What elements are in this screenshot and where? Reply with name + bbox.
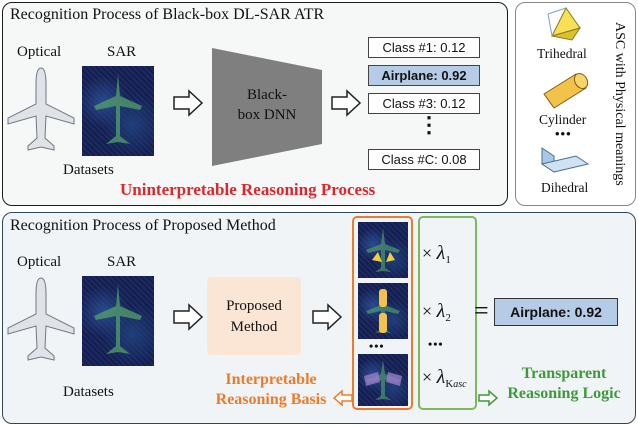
weight-more-dots: ••• bbox=[428, 337, 444, 351]
asc-more-dots: ••• bbox=[555, 126, 572, 141]
datasets-label: Datasets bbox=[63, 384, 114, 400]
optical-label: Optical bbox=[17, 254, 62, 270]
reasoning-logic-frame bbox=[418, 216, 477, 410]
reasoning-basis-frame bbox=[352, 216, 413, 410]
trihedral-label: Trihedral bbox=[537, 46, 587, 61]
dihedral-overlay-icon bbox=[364, 360, 402, 400]
blackbox-dnn-shape bbox=[212, 48, 322, 166]
optical-label: Optical bbox=[17, 44, 62, 60]
orange-arrow-left-icon bbox=[332, 389, 353, 407]
uninterpretable-caption: Uninterpretable Reasoning Process bbox=[120, 180, 376, 199]
class-score-3: Class #3: 0.12 bbox=[368, 93, 480, 114]
class-score-c: Class #C: 0.08 bbox=[368, 149, 480, 170]
proposed-title: Recognition Process of Proposed Method bbox=[10, 217, 276, 234]
optical-airplane-icon bbox=[7, 277, 75, 361]
weight-lambda-1: × λ1 bbox=[422, 242, 451, 266]
weight-lambda-k: × λKasc bbox=[422, 366, 467, 390]
arrow-right-icon bbox=[312, 303, 343, 331]
sar-image bbox=[82, 276, 154, 366]
cylinder-label: Cylinder bbox=[539, 112, 587, 127]
vertical-ellipsis: ⋮ bbox=[418, 112, 440, 137]
dihedral-label: Dihedral bbox=[541, 180, 589, 195]
trihedral-overlay-icon bbox=[366, 228, 400, 272]
asc-panel bbox=[515, 2, 636, 206]
trihedral-icon bbox=[547, 7, 582, 41]
asc-basis-image-2 bbox=[358, 283, 408, 339]
sar-target-icon bbox=[94, 284, 142, 354]
dihedral-icon bbox=[540, 147, 590, 173]
asc-basis-image-k bbox=[358, 354, 408, 406]
sar-label: SAR bbox=[107, 44, 137, 60]
optical-airplane-icon bbox=[7, 67, 75, 151]
sar-target-icon bbox=[94, 74, 142, 144]
sar-label: SAR bbox=[107, 254, 137, 270]
arrow-right-icon bbox=[173, 89, 204, 117]
final-result-box: Airplane: 0.92 bbox=[494, 298, 618, 326]
class-score-1: Class #1: 0.12 bbox=[368, 37, 480, 58]
basis-more-dots: ••• bbox=[369, 339, 385, 353]
asc-title: ASC with Physical meanings bbox=[612, 22, 627, 186]
asc-basis-image-1 bbox=[358, 222, 408, 278]
class-score-airplane: Airplane: 0.92 bbox=[368, 65, 480, 86]
arrow-right-icon bbox=[331, 89, 362, 117]
datasets-label: Datasets bbox=[63, 162, 114, 178]
sar-image bbox=[82, 66, 154, 156]
blackbox-dnn-label: Black-box DNN bbox=[237, 87, 297, 123]
arrow-right-icon bbox=[173, 303, 204, 331]
blackbox-title: Recognition Process of Black-box DL-SAR … bbox=[10, 6, 325, 23]
cylinder-overlay-icon bbox=[366, 289, 400, 333]
equals-sign: = bbox=[474, 296, 489, 325]
proposed-method-box bbox=[207, 277, 301, 355]
cylinder-icon bbox=[543, 73, 589, 109]
green-arrow-right-icon bbox=[478, 389, 499, 407]
weight-lambda-2: × λ2 bbox=[422, 300, 451, 324]
